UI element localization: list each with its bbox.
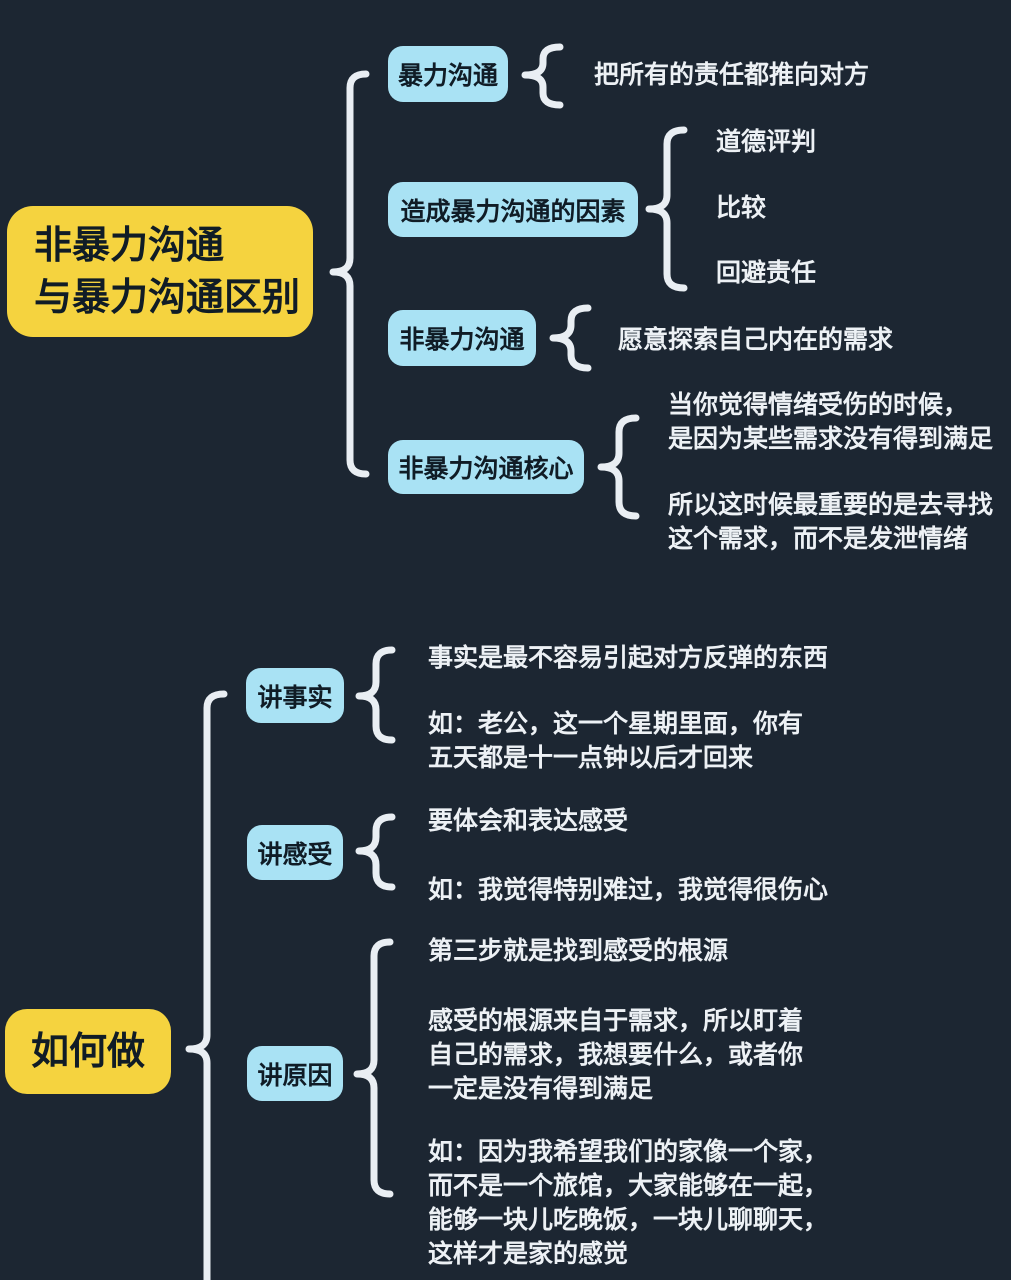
leaf-text[interactable]: 道德评判 [716, 128, 817, 156]
brace-connector [549, 304, 592, 372]
leaf-text[interactable]: 回避责任 [716, 259, 817, 287]
branch-node-state-feelings[interactable]: 讲感受 [247, 825, 343, 880]
brace-connector [521, 43, 564, 109]
leaf-text[interactable]: 比较 [716, 194, 767, 222]
branch-node-state-facts[interactable]: 讲事实 [246, 668, 344, 723]
branch-node-nonviolent-communication[interactable]: 非暴力沟通 [388, 310, 536, 366]
root-node-how-to-do[interactable]: 如何做 [5, 1009, 171, 1094]
leaf-text[interactable]: 要体会和表达感受 [428, 807, 629, 835]
brace-connector [355, 813, 396, 891]
leaf-text[interactable]: 如：因为我希望我们的家像一个家， 而不是一个旅馆，大家能够在一起， 能够一块儿吃… [428, 1138, 829, 1268]
brace-connector [353, 938, 394, 1198]
leaf-text[interactable]: 当你觉得情绪受伤的时候， 是因为某些需求没有得到满足 [668, 391, 994, 453]
brace-connector [329, 70, 370, 478]
leaf-text[interactable]: 如：我觉得特别难过，我觉得很伤心 [428, 876, 829, 904]
leaf-text[interactable]: 第三步就是找到感受的根源 [428, 937, 729, 965]
brace-connector [597, 414, 640, 520]
brace-connector [355, 646, 396, 744]
brace-connector [645, 126, 688, 292]
leaf-text[interactable]: 事实是最不容易引起对方反弹的东西 [428, 644, 829, 672]
branch-node-nvc-core[interactable]: 非暴力沟通核心 [388, 440, 584, 494]
branch-node-violence-factors[interactable]: 造成暴力沟通的因素 [388, 182, 638, 237]
branch-node-violent-communication[interactable]: 暴力沟通 [388, 46, 508, 102]
brace-connector [185, 690, 228, 1280]
leaf-text[interactable]: 把所有的责任都推向对方 [594, 61, 870, 89]
leaf-text[interactable]: 愿意探索自己内在的需求 [618, 326, 894, 354]
root-node-difference[interactable]: 非暴力沟通 与暴力沟通区别 [7, 206, 313, 337]
leaf-text[interactable]: 感受的根源来自于需求，所以盯着 自己的需求，我想要什么，或者你 一定是没有得到满… [428, 1007, 804, 1103]
leaf-text[interactable]: 如：老公，这一个星期里面，你有 五天都是十一点钟以后才回来 [428, 710, 804, 772]
leaf-text[interactable]: 所以这时候最重要的是去寻找 这个需求，而不是发泄情绪 [668, 491, 994, 553]
branch-node-state-reasons[interactable]: 讲原因 [247, 1046, 343, 1101]
